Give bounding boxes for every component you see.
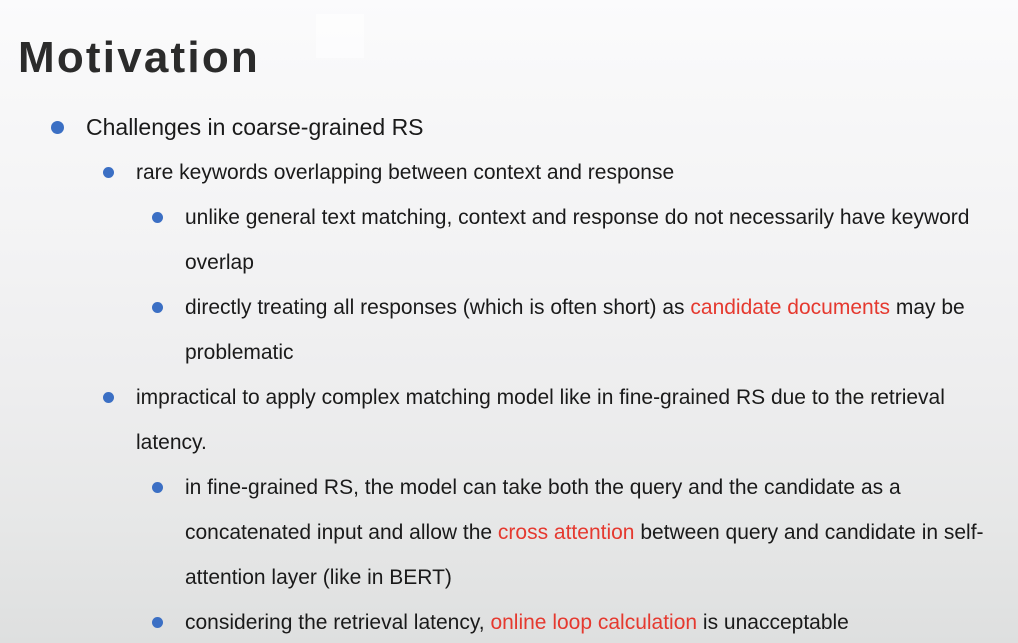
bullet-dot-icon <box>152 482 163 493</box>
bullet-text: impractical to apply complex matching mo… <box>136 386 945 454</box>
bullet-text-part: may be problematic <box>185 296 965 364</box>
bullet-level3-considering-retrieval-latency: considering the retrieval latency, onlin… <box>0 600 1018 643</box>
bullet-text: directly treating all responses (which i… <box>185 285 1004 375</box>
bullet-level3-fine-grained-cross-attention: in fine-grained RS, the model can take b… <box>0 465 1018 600</box>
bullet-level2-rare-keywords: rare keywords overlapping between contex… <box>0 150 1018 195</box>
bullet-dot-icon <box>103 392 114 403</box>
bullet-text: in fine-grained RS, the model can take b… <box>185 465 1004 600</box>
highlighted-term-online-loop-calculation: online loop calculation <box>490 611 698 634</box>
bullet-level1-challenges: Challenges in coarse-grained RS <box>0 104 1018 150</box>
bullet-text-part: directly treating all responses (which i… <box>185 296 691 319</box>
slide-body: Challenges in coarse-grained RS rare key… <box>0 104 1018 643</box>
bullet-level3-unlike-general-text-matching: unlike general text matching, context an… <box>0 195 1018 285</box>
title-background-artifact <box>316 14 364 58</box>
bullet-text-part: is unacceptable <box>697 611 849 634</box>
highlighted-term-candidate-documents: candidate documents <box>690 296 891 319</box>
bullet-dot-icon <box>51 121 64 134</box>
bullet-level2-impractical-complex-matching: impractical to apply complex matching mo… <box>0 375 1018 465</box>
bullet-text: considering the retrieval latency, onlin… <box>185 600 1004 643</box>
bullet-text-part: in fine-grained RS, the model can take b… <box>185 476 901 544</box>
bullet-dot-icon <box>152 212 163 223</box>
bullet-dot-icon <box>152 617 163 628</box>
bullet-text: rare keywords overlapping between contex… <box>136 161 675 184</box>
bullet-text: Challenges in coarse-grained RS <box>86 114 424 140</box>
slide-title: Motivation <box>18 33 260 83</box>
bullet-text-part: considering the retrieval latency, <box>185 611 491 634</box>
bullet-text-part: between query and candidate in self-atte… <box>185 521 984 589</box>
bullet-text: unlike general text matching, context an… <box>185 206 970 274</box>
bullet-level3-directly-treating-responses: directly treating all responses (which i… <box>0 285 1018 375</box>
bullet-dot-icon <box>103 167 114 178</box>
bullet-dot-icon <box>152 302 163 313</box>
highlighted-term-cross-attention: cross attention <box>497 521 635 544</box>
